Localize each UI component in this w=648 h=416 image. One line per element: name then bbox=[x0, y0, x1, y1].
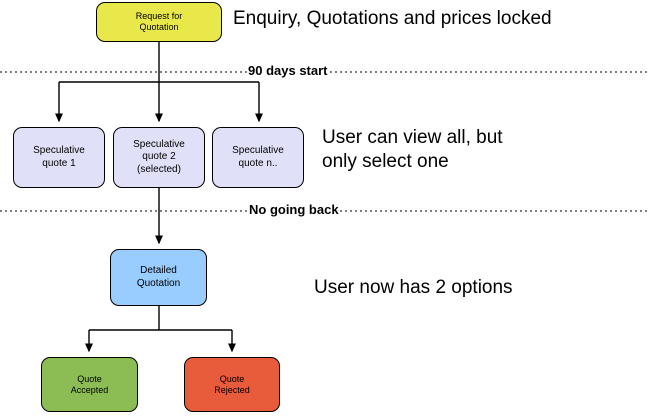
divider-label-90-days-start: 90 days start bbox=[248, 63, 328, 78]
node-label-detailed-quotation: Detailed Quotation bbox=[136, 265, 181, 289]
node-speculative-quote-n[interactable]: Speculative quote n.. bbox=[212, 127, 304, 188]
node-label-speculative-quote-2: Speculative quote 2 (selected) bbox=[133, 139, 185, 175]
annotation-two-options: User now has 2 options bbox=[314, 277, 513, 298]
annotation-enquiry-locked: Enquiry, Quotations and prices locked bbox=[233, 8, 552, 29]
connector-detailed-to-outcomes bbox=[85, 306, 236, 353]
node-label-speculative-quote-n: Speculative quote n.. bbox=[232, 145, 284, 169]
node-detailed-quotation[interactable]: Detailed Quotation bbox=[110, 249, 207, 306]
connector-rfq-to-speculative-quotes bbox=[55, 42, 263, 123]
node-quote-rejected[interactable]: Quote Rejected bbox=[184, 357, 280, 412]
node-speculative-quote-2[interactable]: Speculative quote 2 (selected) bbox=[113, 127, 205, 188]
divider-label-no-going-back: No going back bbox=[249, 202, 339, 217]
node-request-for-quotation[interactable]: Request for Quotation bbox=[96, 2, 222, 42]
node-speculative-quote-1[interactable]: Speculative quote 1 bbox=[13, 127, 105, 188]
node-label-request-for-quotation: Request for Quotation bbox=[135, 11, 183, 32]
node-label-speculative-quote-1: Speculative quote 1 bbox=[33, 145, 85, 169]
node-label-quote-rejected: Quote Rejected bbox=[214, 373, 250, 395]
node-quote-accepted[interactable]: Quote Accepted bbox=[41, 357, 138, 412]
node-label-quote-accepted: Quote Accepted bbox=[70, 373, 109, 395]
annotation-view-all-select-one: User can view all, but only select one bbox=[322, 127, 503, 173]
